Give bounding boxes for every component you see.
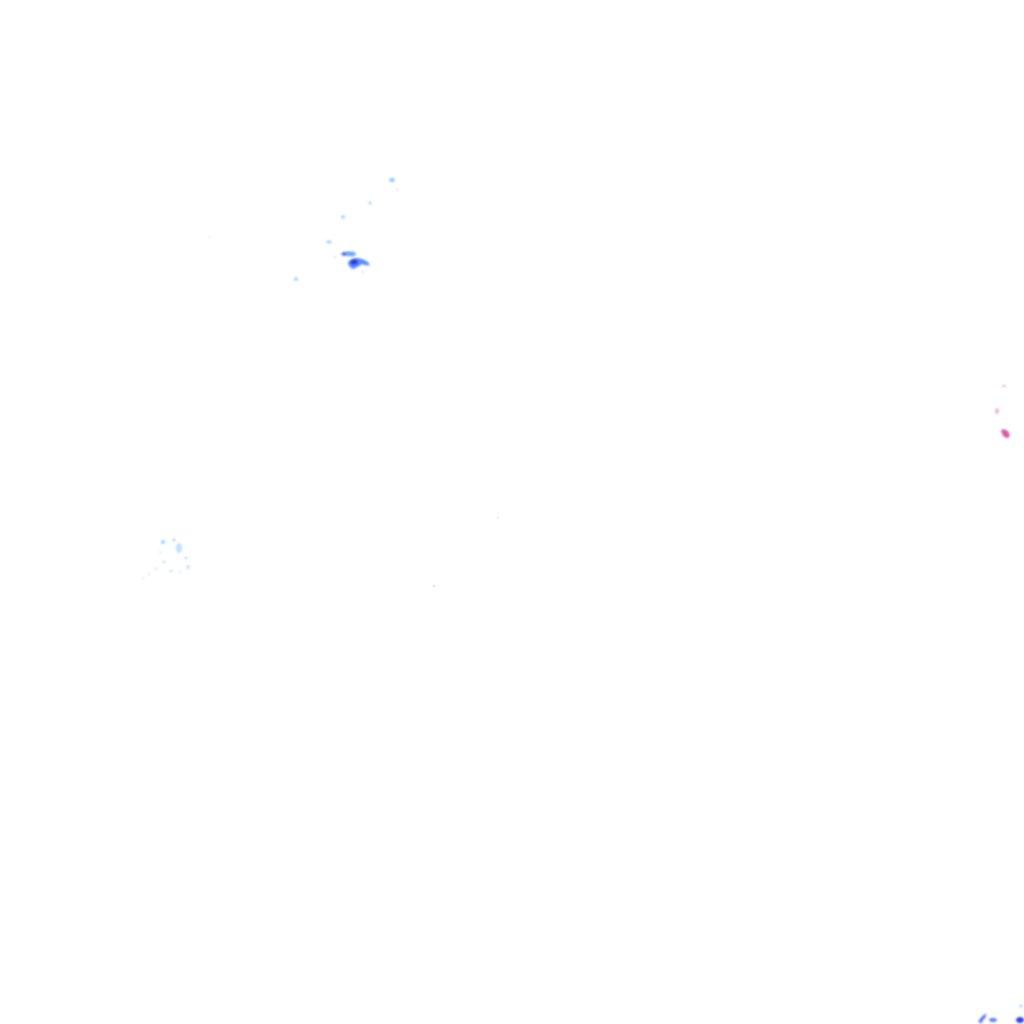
rain-echo-cluster-north: [208, 178, 398, 281]
rain-echo-scattered: [433, 517, 499, 587]
mix-echo-cluster-east: [995, 385, 1010, 438]
rain-echo-cluster-southeast: [978, 1004, 1024, 1023]
rain-echo-cluster-west: [142, 538, 190, 579]
